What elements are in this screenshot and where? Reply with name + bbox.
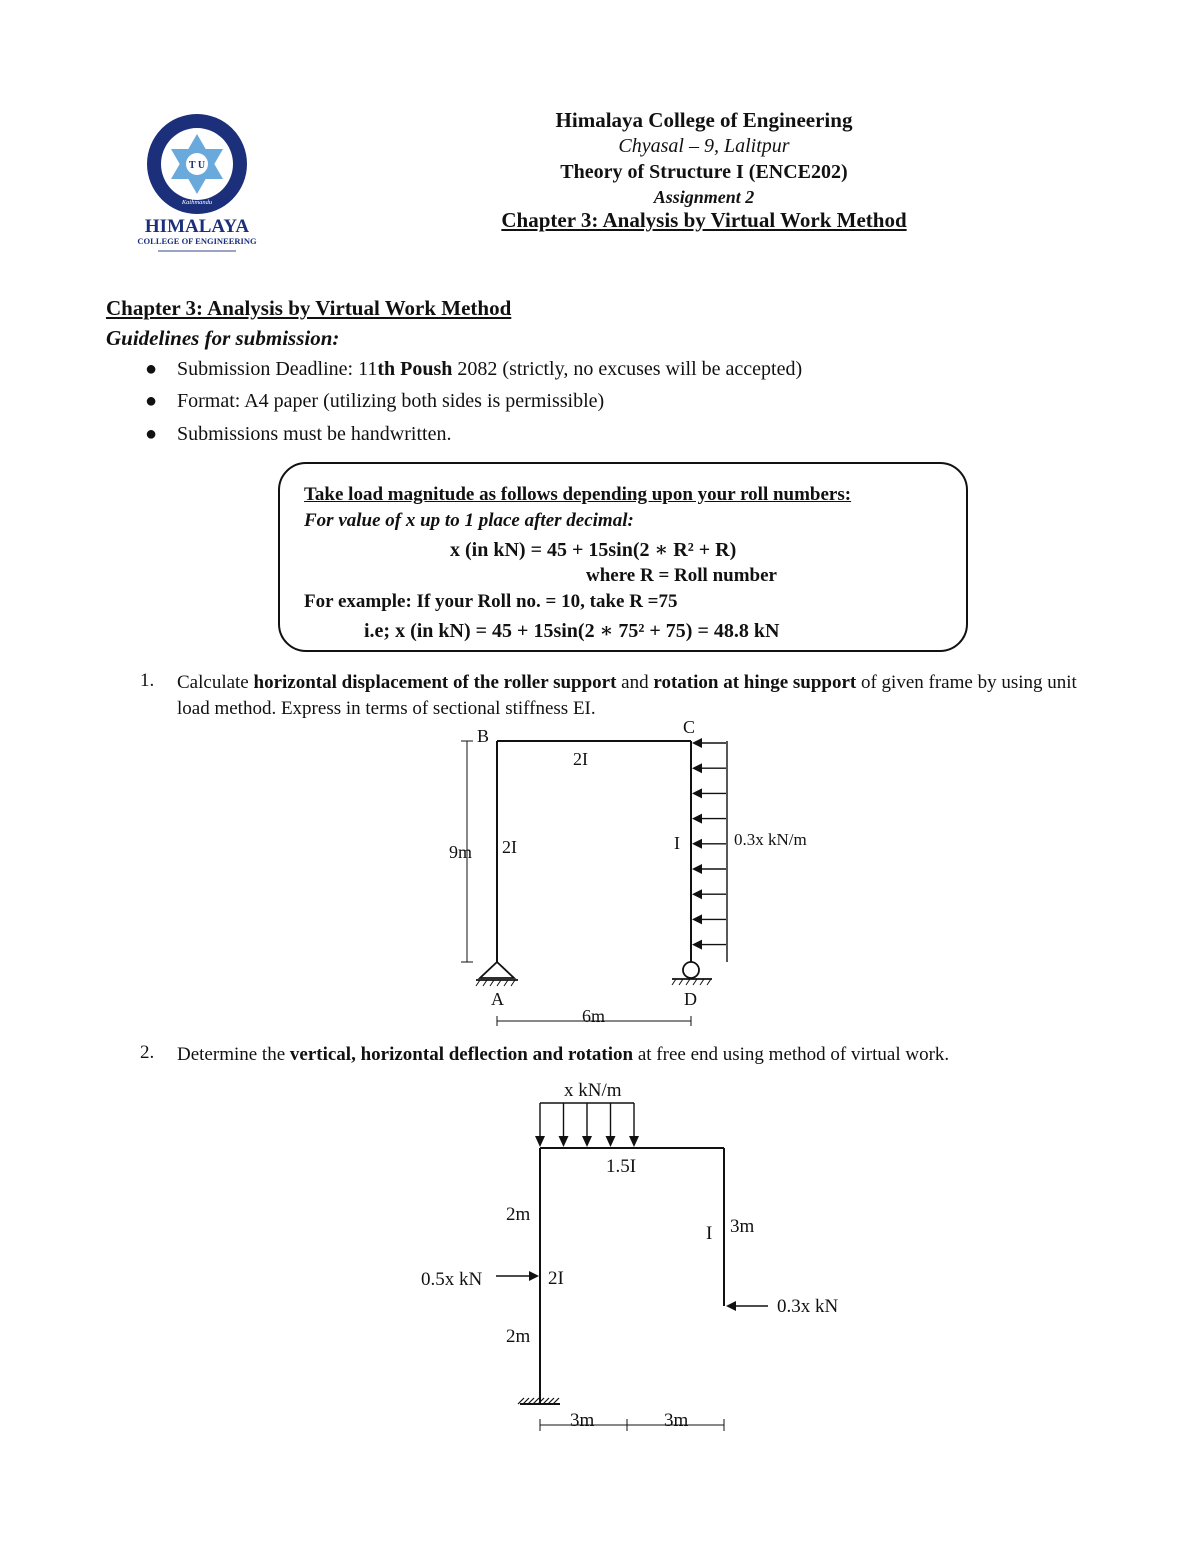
udl-arrow-head [629,1136,639,1147]
question-text-run: Determine the [177,1044,290,1065]
load-arrow-head [692,763,702,774]
span-dimension-label: 3m [570,1410,595,1431]
node-label-d: D [684,989,697,1009]
question-1-text: Calculate horizontal displacement of the… [177,670,1092,722]
member-stiffness-label: I [706,1223,712,1244]
question-text-run: and [616,672,654,693]
logo-tagline-rule [158,250,236,252]
logo-sub-wordmark: COLLEGE OF ENGINEERING [137,236,257,246]
point-load-left-label: 0.5x kN [421,1269,483,1290]
guideline-item: ● Submission Deadline: 11th Poush 2082 (s… [145,358,802,381]
college-logo: T U Kathmandu HIMALAYA COLLEGE OF ENGINE… [137,114,257,252]
udl-arrow-head [535,1136,545,1147]
bullet-icon: ● [145,423,158,445]
example-result: i.e; x (in kN) = 45 + 15sin(2 ∗ 75² + 75… [364,620,780,642]
question-number: 1. [140,670,155,691]
beam-stiffness-label: 2I [573,749,588,769]
guideline-item: ● Submissions must be handwritten. [145,423,451,446]
load-magnitude-box: Take load magnitude as follows depending… [278,462,968,652]
guidelines-heading: Guidelines for submission: [106,326,340,350]
load-arrow-head [692,864,702,874]
load-arrow-head [692,738,702,748]
load-arrow-head [692,914,702,925]
udl-arrow-head [605,1136,616,1147]
question-number: 2. [140,1042,155,1063]
guideline-item: ● Format: A4 paper (utilizing both sides … [145,390,604,413]
upper-dimension-label: 2m [506,1204,531,1225]
member-length-label: 3m [730,1216,755,1237]
question-bold-run: horizontal displacement of the roller su… [253,672,617,693]
point-load-right-arrow [726,1301,768,1311]
beam-stiffness-label: 1.5I [606,1156,636,1177]
udl-label: x kN/m [564,1080,622,1101]
assignment-number: Assignment 2 [653,187,755,207]
course-title: Theory of Structure I (ENCE202) [560,161,848,183]
guideline-text: Submissions must be handwritten. [177,423,452,445]
load-arrow-head [692,788,702,799]
pin-support-icon [475,960,518,987]
logo-center-text: T U [189,160,205,171]
guideline-bold: th Poush [377,358,453,380]
point-load-left-arrow [496,1271,539,1281]
udl-arrow-head [582,1136,592,1147]
column-stiffness-label: 2I [548,1268,564,1289]
right-column-stiffness-label: I [674,833,680,853]
logo-bottom-ring-text: Kathmandu [181,199,213,206]
chapter-heading: Chapter 3: Analysis by Virtual Work Meth… [106,296,512,320]
college-location: Chyasal – 9, Lalitpur [618,135,790,157]
load-arrow-head [692,838,702,849]
height-dimension-label: 9m [449,842,472,862]
guideline-text: 2082 (strictly, no excuses will be accep… [452,358,803,380]
question-text-run: of given frame by using unit load method… [177,672,1077,719]
college-name: Himalaya College of Engineering [555,108,853,132]
question-2-text: Determine the vertical, horizontal defle… [177,1042,1092,1068]
lower-dimension-label: 2m [506,1326,531,1347]
span-dimension-label: 6m [582,1006,605,1026]
guideline-text: Format: A4 paper (utilizing both sides i… [177,390,605,412]
logo-wordmark: HIMALAYA [145,216,249,237]
formula: x (in kN) = 45 + 15sin(2 ∗ R² + R) [450,539,737,561]
roller-support-icon [671,961,712,986]
guideline-text: Submission Deadline: 11 [177,358,378,380]
load-arrow-head [692,939,702,950]
point-load-right-label: 0.3x kN [777,1296,839,1317]
question-bold-run: rotation at hinge support [653,672,857,693]
load-arrow-head [692,889,702,900]
span-dimension-label: 3m [664,1410,689,1431]
node-label-a: A [491,989,504,1009]
question-text-run: at free end using method of virtual work… [633,1044,950,1065]
question-bold-run: vertical, horizontal deflection and rota… [289,1044,634,1065]
formula-where: where R = Roll number [586,565,777,586]
example-text: For example: If your Roll no. = 10, take… [304,591,678,612]
fixed-support-icon [517,1397,560,1405]
bullet-icon: ● [145,390,158,412]
logo-center-disc [186,153,208,175]
left-column-stiffness-label: 2I [502,837,517,857]
precision-note: For value of x up to 1 place after decim… [304,510,634,531]
question-text-run: Calculate [177,672,254,693]
distributed-load-label: 0.3x kN/m [734,830,807,849]
distributed-load-arrows [692,738,726,950]
node-label-c: C [683,717,695,737]
udl-arrow-head [558,1136,569,1147]
load-arrow-head [692,813,702,824]
node-label-b: B [477,726,489,746]
box-title: Take load magnitude as follows depending… [304,484,852,505]
bullet-icon: ● [145,358,158,380]
header-chapter-title: Chapter 3: Analysis by Virtual Work Meth… [501,208,907,232]
udl-arrows [535,1103,639,1147]
